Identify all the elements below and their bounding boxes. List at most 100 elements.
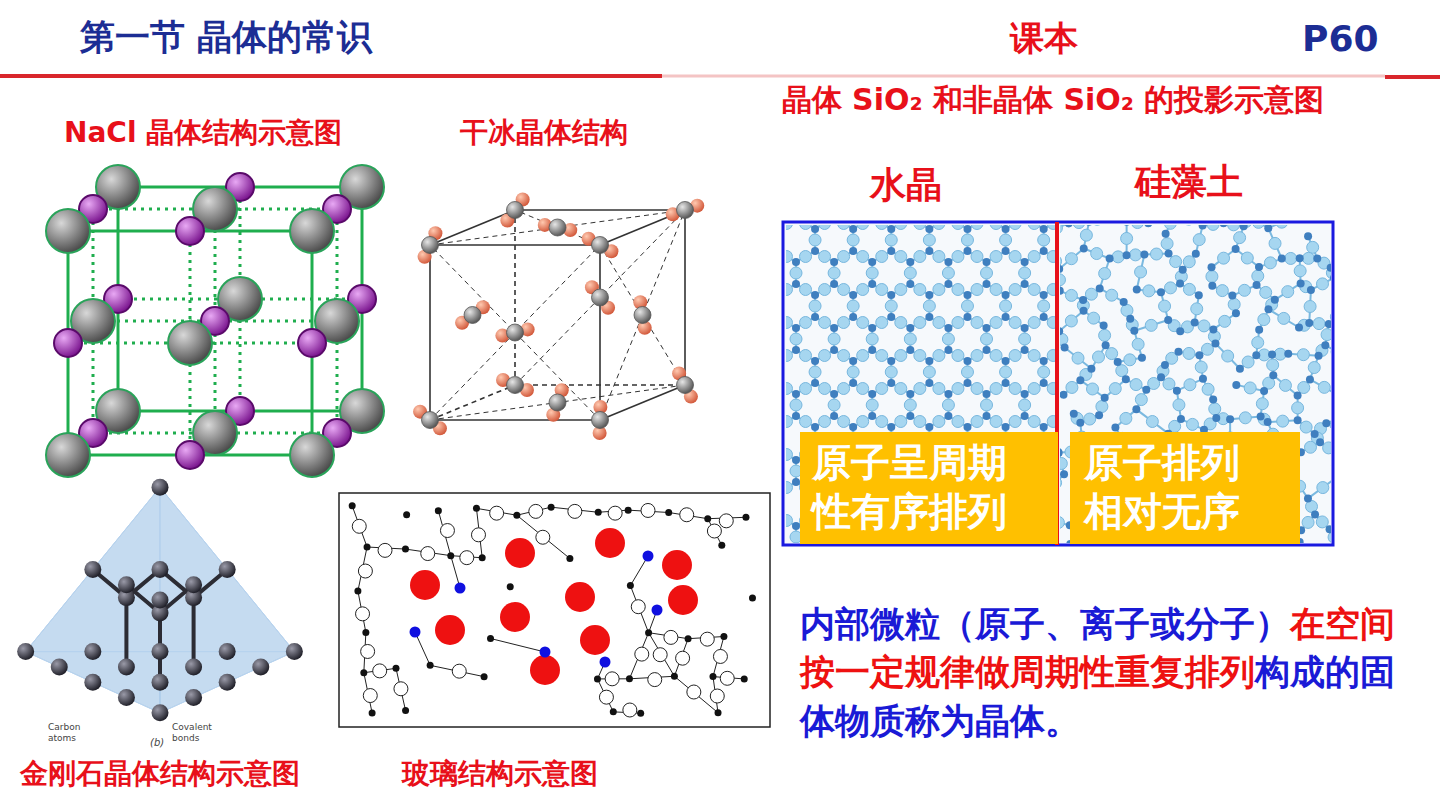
oxygen-atom bbox=[1241, 252, 1253, 264]
oxygen-atom bbox=[608, 506, 622, 520]
nonbridging-oxygen bbox=[455, 583, 466, 594]
si-o-bond bbox=[1136, 409, 1168, 433]
oxygen-atom bbox=[1183, 225, 1195, 226]
cell-edge bbox=[599, 245, 601, 420]
silicon-atom bbox=[715, 709, 722, 716]
oxygen-atom bbox=[1009, 225, 1021, 230]
oxygen-atom bbox=[1028, 383, 1040, 395]
oxygen-atom bbox=[895, 416, 907, 428]
silicon-atom bbox=[1076, 376, 1084, 384]
figure-heading: 晶体 SiO₂ 和非晶体 SiO₂ 的投影示意图 bbox=[758, 82, 1348, 118]
carbon-atom bbox=[152, 561, 169, 578]
co2-molecule bbox=[418, 226, 443, 264]
silicon-atom bbox=[906, 346, 914, 354]
oxygen-atom bbox=[1135, 266, 1147, 278]
oxygen-atom bbox=[1191, 303, 1203, 315]
cell-edge bbox=[600, 210, 685, 420]
oxygen-atom bbox=[952, 284, 964, 296]
oxygen-atom bbox=[1183, 256, 1195, 268]
silicon-atom bbox=[1199, 225, 1207, 229]
silicon-atom bbox=[925, 225, 933, 233]
oxygen-atom bbox=[838, 225, 850, 230]
oxygen-atom bbox=[790, 267, 802, 279]
page-number: P60 bbox=[1302, 17, 1378, 60]
oxygen-atom bbox=[1120, 412, 1132, 424]
oxygen-atom bbox=[1300, 421, 1312, 433]
silicon-atom bbox=[1220, 225, 1228, 227]
oxygen-atom bbox=[1047, 317, 1055, 329]
oxygen-atom bbox=[895, 383, 907, 395]
silicon-atom bbox=[1021, 280, 1029, 288]
oxygen-atom bbox=[440, 524, 454, 538]
silicon-atom bbox=[1161, 361, 1169, 369]
oxygen-atom bbox=[942, 333, 954, 345]
carbon-atom bbox=[677, 377, 694, 394]
oxygen-atom bbox=[1234, 232, 1246, 244]
silicon-atom bbox=[963, 225, 971, 233]
silicon-atom bbox=[1021, 324, 1029, 332]
oxygen-atom bbox=[1028, 251, 1040, 263]
silicon-atom bbox=[1040, 313, 1048, 321]
silicon-atom bbox=[1101, 394, 1109, 402]
si-o-bond bbox=[1273, 375, 1297, 395]
silicon-atom bbox=[1157, 373, 1165, 381]
oxygen-atom bbox=[471, 528, 485, 542]
silicon-atom bbox=[1325, 320, 1331, 328]
panel-heading: 水晶 bbox=[870, 163, 942, 206]
oxygen-atom bbox=[895, 225, 907, 230]
oxygen-atom bbox=[1207, 225, 1219, 230]
silicon-atom bbox=[1177, 415, 1185, 423]
silicon-atom bbox=[1138, 354, 1146, 362]
si-o-bond bbox=[1084, 249, 1110, 259]
oxygen-atom bbox=[1317, 482, 1329, 494]
oxygen-atom bbox=[895, 251, 907, 263]
silicon-atom bbox=[1307, 286, 1315, 294]
silicon-atom bbox=[594, 675, 601, 682]
silicon-atom bbox=[983, 324, 991, 332]
nacl-lattice bbox=[46, 165, 384, 477]
oxygen-atom bbox=[866, 399, 878, 411]
oxygen-atom bbox=[819, 383, 831, 395]
si-o-bond bbox=[1177, 379, 1203, 391]
oxygen-atom bbox=[786, 350, 792, 362]
silicon-atom bbox=[1060, 287, 1064, 295]
silicon-atom bbox=[1316, 438, 1324, 446]
oxygen-atom bbox=[952, 383, 964, 395]
oxygen-atom bbox=[1000, 300, 1012, 312]
si-o-bond bbox=[630, 586, 648, 633]
oxygen-atom bbox=[1124, 354, 1136, 366]
silicon-atom bbox=[887, 247, 895, 255]
oxygen-atom bbox=[1028, 350, 1040, 362]
cation bbox=[530, 655, 560, 685]
silicon-atom bbox=[1132, 405, 1140, 413]
oxygen-atom bbox=[952, 225, 964, 230]
co2-molecule bbox=[413, 405, 447, 436]
silicon-atom bbox=[718, 542, 725, 549]
cation bbox=[500, 602, 530, 632]
dry-ice-lattice bbox=[413, 192, 704, 440]
silicon-atom bbox=[1114, 358, 1122, 366]
silicon-atom bbox=[1002, 423, 1010, 431]
silicon-atom bbox=[1123, 251, 1131, 259]
silicon-atom bbox=[1255, 263, 1263, 271]
silicon-atom bbox=[1232, 245, 1240, 253]
co2-molecule bbox=[633, 295, 651, 335]
silicon-atom bbox=[403, 511, 410, 518]
co2-molecule bbox=[585, 280, 615, 314]
oxygen-atom bbox=[1146, 416, 1158, 428]
oxygen-atom bbox=[971, 383, 983, 395]
oxygen-atom bbox=[1135, 394, 1147, 406]
oxygen-atom bbox=[1106, 348, 1118, 360]
oxygen-atom bbox=[914, 350, 926, 362]
oxygen-atom bbox=[635, 647, 649, 661]
silicon-atom bbox=[983, 412, 991, 420]
silicon-atom bbox=[830, 390, 838, 398]
oxygen-atom bbox=[1099, 267, 1111, 279]
oxygen-atom bbox=[641, 503, 655, 517]
oxygen-atom bbox=[1316, 516, 1328, 528]
silicon-atom bbox=[1232, 309, 1240, 317]
silicon-atom bbox=[830, 412, 838, 420]
cell-edge bbox=[430, 245, 600, 420]
oxygen-atom bbox=[1019, 399, 1031, 411]
oxygen-atom bbox=[1219, 315, 1231, 327]
